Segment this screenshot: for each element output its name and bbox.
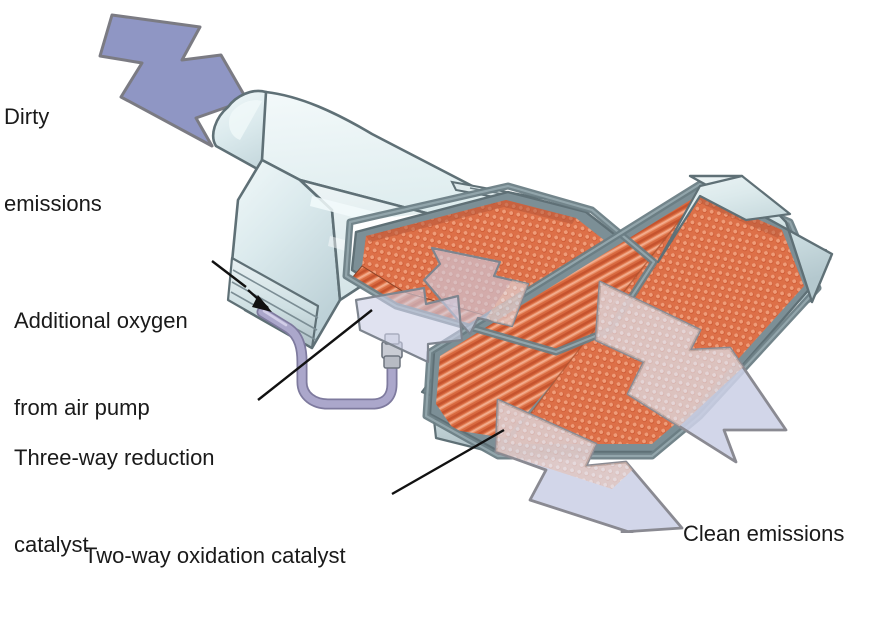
label-two-way-catalyst: Two-way oxidation catalyst xyxy=(84,483,346,628)
label-additional-oxygen: Additional oxygen from air pump xyxy=(14,248,188,480)
dirty-emissions-arrow xyxy=(98,13,249,148)
label-clean-emissions: Clean emissions xyxy=(683,461,844,606)
label-additional-oxygen-line1: Additional oxygen xyxy=(14,308,188,333)
label-dirty-emissions: Dirty emissions xyxy=(4,44,102,276)
leader-line-three-way xyxy=(257,309,373,401)
label-clean-emissions-line1: Clean emissions xyxy=(683,521,845,546)
diagram-canvas xyxy=(98,13,834,533)
catalytic-converter-diagram: Dirty emissions Additional oxygen from a… xyxy=(4,13,845,568)
label-dirty-emissions-line1: Dirty xyxy=(4,104,50,129)
leader-lines xyxy=(211,260,505,496)
housing-front-overlap xyxy=(656,174,834,304)
label-two-way-catalyst-line1: Two-way oxidation catalyst xyxy=(84,543,346,568)
label-three-way-catalyst-line1: Three-way reduction xyxy=(14,445,215,470)
leader-line-two-way xyxy=(391,428,505,496)
label-dirty-emissions-line2: emissions xyxy=(4,191,102,216)
leader-arrowhead-oxygen xyxy=(252,295,272,312)
label-additional-oxygen-line2: from air pump xyxy=(14,395,150,420)
leader-line-oxygen xyxy=(211,260,247,288)
